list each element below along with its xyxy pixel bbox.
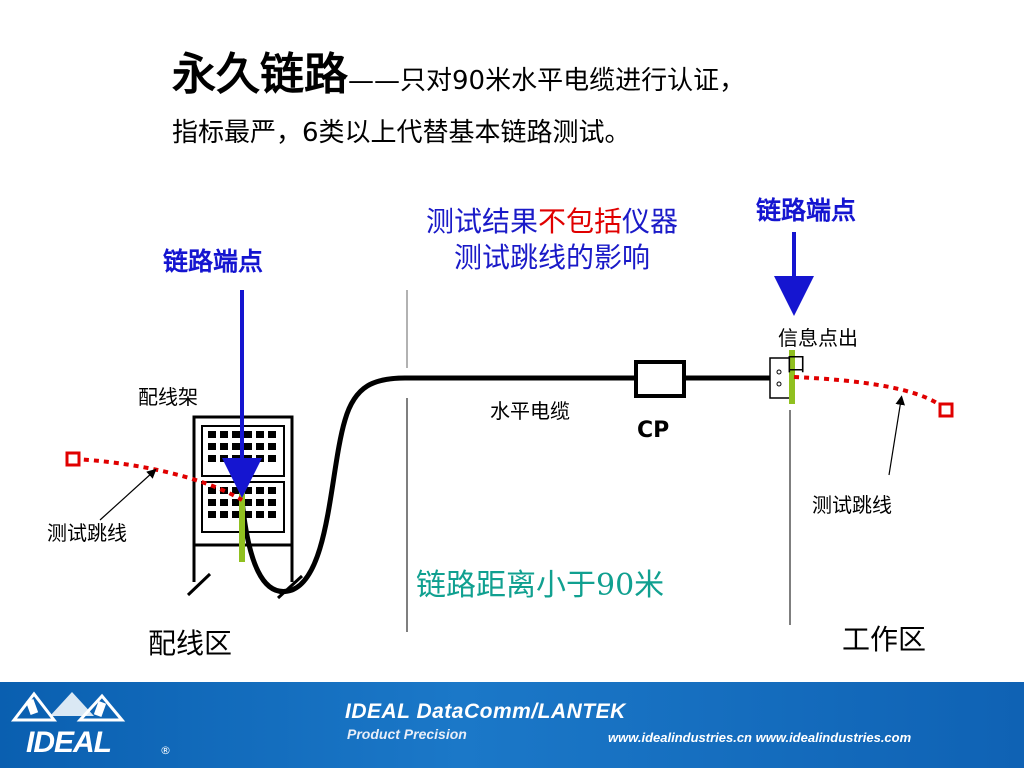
note-line-1: 测试结果不包括仪器: [425, 205, 679, 238]
test-cord-pointer-left: [99, 468, 157, 521]
zone-label-distribution: 配线区: [148, 627, 233, 660]
note-line-2: 测试跳线的影响: [453, 241, 650, 274]
test-cord-plug-right: [938, 402, 954, 418]
cp-box: [634, 360, 686, 398]
horizontal-cable-label: 水平电缆: [490, 399, 570, 423]
zone-label-work-area: 工作区: [842, 623, 927, 656]
footer-banner: IDEAL ® IDEAL DataComm/LANTEK Product Pr…: [0, 682, 1024, 768]
test-cord-left: [73, 457, 244, 502]
test-cord-right: [793, 375, 946, 410]
page-title: 永久链路——只对90米水平电缆进行认证，: [172, 38, 745, 102]
endpoint-label-left: 链路端点: [163, 247, 264, 276]
cp-label: CP: [637, 418, 670, 443]
title-main: 永久链路: [172, 49, 348, 100]
test-cord-label-right: 测试跳线: [812, 493, 892, 517]
link-distance-label: 链路距离小于90米: [416, 568, 665, 603]
outlet-icon: [769, 350, 795, 404]
title-rest: ——只对90米水平电缆进行认证，: [348, 66, 746, 96]
footer-tagline: Product Precision: [347, 726, 467, 742]
endpoint-label-right: 链路端点: [756, 196, 857, 225]
outlet-label-line1: 信息点出: [778, 326, 858, 350]
horizontal-cable: [239, 375, 635, 594]
logo-text: IDEAL: [26, 726, 112, 759]
outlet-label-line2: 口: [786, 352, 806, 376]
patch-panel-label: 配线架: [138, 385, 198, 409]
registered-mark: ®: [160, 744, 171, 757]
test-result-note: 测试结果不包括仪器 测试跳线的影响: [392, 204, 712, 276]
footer-urls[interactable]: www.idealindustries.cn www.idealindustri…: [608, 730, 912, 745]
ideal-logo-mark-icon: [10, 691, 126, 722]
test-cord-plug-left: [65, 451, 81, 467]
permanent-link-diagram: [65, 232, 954, 632]
ideal-logo: IDEAL ®: [10, 686, 171, 762]
test-cord-pointer-right: [888, 395, 905, 476]
footer-brand: IDEAL DataComm/LANTEK: [345, 700, 626, 723]
test-cord-label-left: 测试跳线: [47, 521, 127, 545]
title-subtitle: 指标最严，6类以上代替基本链路测试。: [172, 118, 631, 148]
